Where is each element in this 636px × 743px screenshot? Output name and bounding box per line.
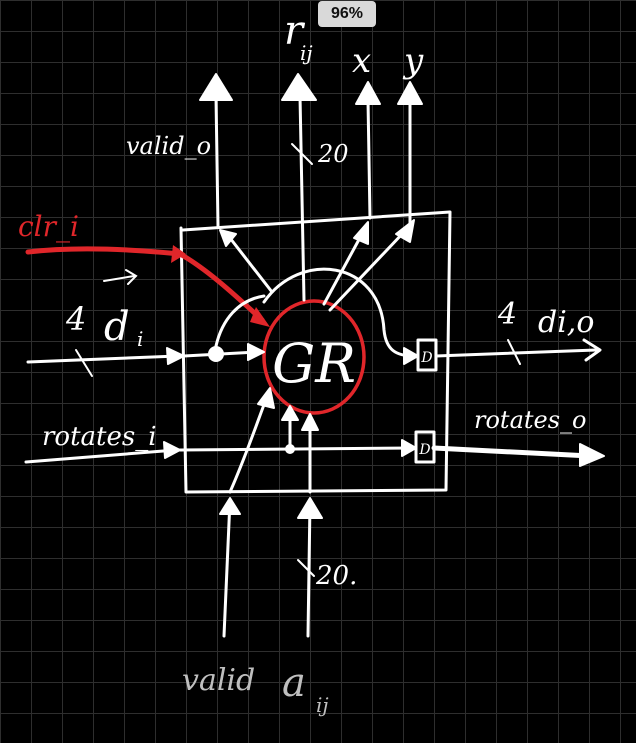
- rotates-input-label: rotates_i: [42, 422, 157, 452]
- bottom-bus-width-label: 20.: [315, 561, 357, 591]
- rotates-output-wire: [431, 445, 593, 459]
- y-core-out-wire: [328, 230, 406, 312]
- a-bus-tick: [297, 559, 315, 577]
- valid-to-core-wire: [228, 392, 270, 494]
- clr-arrow-head: [171, 245, 186, 263]
- clr-input-label: clr_i: [18, 210, 79, 243]
- direction-output-label: di,o: [538, 305, 594, 340]
- valid-input-arrow-head: [219, 497, 241, 515]
- top-bus-width-label: 20: [317, 140, 349, 168]
- vector-arrow-symbol: [103, 269, 138, 285]
- valid-output-wire: [214, 94, 220, 228]
- y-output-arrow-head: [397, 81, 423, 105]
- feedback-arrow-head: [403, 347, 419, 365]
- direction-input-arrow-head: [166, 347, 185, 365]
- valid-input-wire: [222, 498, 232, 638]
- r-bus-tick: [291, 143, 313, 165]
- x-output-label: x: [352, 41, 371, 81]
- rotates-input-wire: [24, 448, 178, 464]
- a-input-arrow-head: [297, 497, 323, 519]
- direction-input-subscript: i: [137, 327, 143, 351]
- clr-input-wire: [25, 246, 265, 323]
- direction-input-bus-tick: [75, 349, 93, 377]
- r-output-arrow-head: [281, 73, 317, 101]
- direction-branch-wire: [214, 294, 266, 348]
- rotates-core-arrow-head: [281, 405, 299, 421]
- valid-core-arrow-head: [257, 387, 275, 409]
- clr-core-arrow-head: [250, 307, 270, 327]
- rotates-internal-wire: [178, 446, 414, 452]
- r-output-label: r: [284, 8, 306, 54]
- a-input-label: a: [282, 660, 306, 706]
- zoom-level-badge[interactable]: 96%: [318, 1, 376, 27]
- valid-input-label: valid: [182, 663, 255, 698]
- x-core-out-arrow-head: [353, 221, 369, 245]
- x-output-wire: [366, 98, 372, 220]
- rotates-output-label: rotates_o: [474, 406, 587, 434]
- direction-to-core-wire: [182, 350, 260, 358]
- rotates-output-arrow-head: [579, 443, 605, 467]
- valid-output-arrow-head: [199, 73, 233, 101]
- r-output-wire: [298, 94, 306, 302]
- direction-core-arrow-head: [247, 343, 265, 361]
- a-input-wire: [306, 500, 312, 638]
- direction-input-count: 4: [65, 300, 86, 338]
- direction-output-count: 4: [497, 297, 517, 332]
- gr-core-circle: [262, 299, 366, 415]
- direction-register-label: D: [420, 350, 432, 366]
- valid-core-out-arrow-head: [219, 229, 237, 247]
- module-box: [179, 210, 452, 494]
- a-input-subscript: ij: [316, 693, 329, 717]
- y-output-label: y: [402, 41, 424, 81]
- x-core-out-wire: [322, 232, 364, 306]
- x-output-arrow-head: [355, 81, 381, 105]
- r-output-subscript: ij: [300, 41, 313, 65]
- y-core-out-arrow-head: [395, 219, 415, 243]
- direction-output-wire: [434, 348, 598, 358]
- feedback-arc-wire: [262, 267, 416, 358]
- a-core-arrow-head: [301, 413, 319, 431]
- valid-core-out-wire: [228, 236, 274, 294]
- rotates-register-arrow-head: [401, 439, 417, 457]
- rotates-register-label: D: [418, 442, 430, 458]
- direction-output-bus-tick: [507, 339, 521, 365]
- rotates-input-arrow-head: [163, 441, 181, 459]
- gr-block-label: GR: [272, 332, 356, 395]
- direction-output-arrow-head: [582, 338, 602, 362]
- direction-input-symbol: d: [104, 304, 130, 350]
- valid-output-label: valid_o: [126, 132, 211, 160]
- direction-input-wire: [26, 354, 180, 364]
